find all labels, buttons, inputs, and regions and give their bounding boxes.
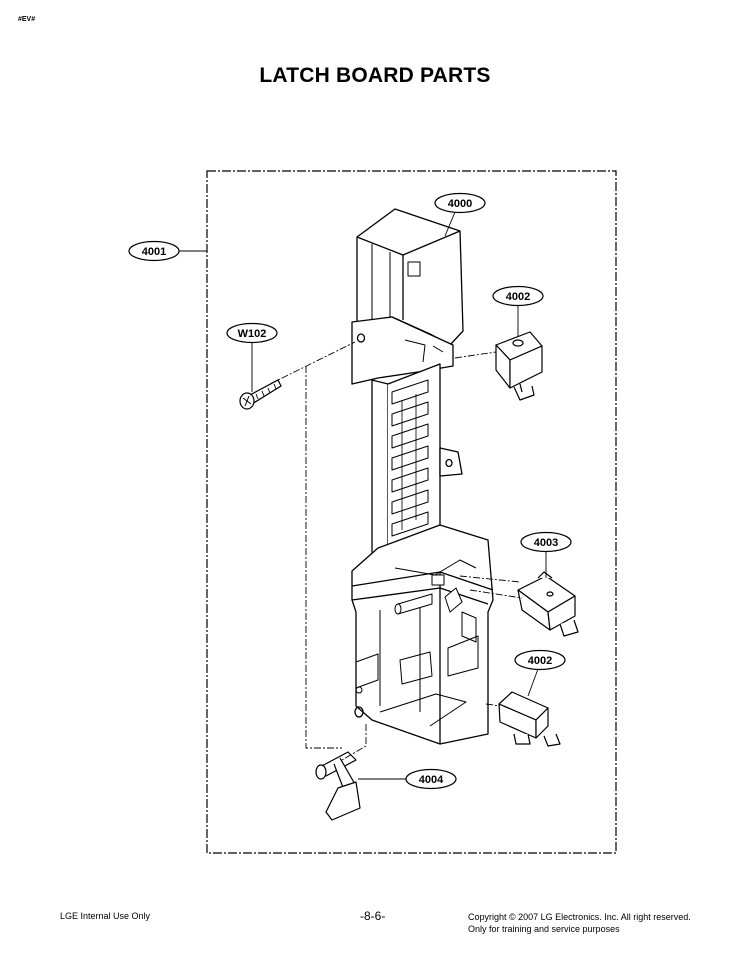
callout-w102: W102 [226,322,278,344]
switch-part-4003 [517,571,579,637]
callout-4001: 4001 [128,240,180,262]
latch-board-part [351,208,494,745]
switch-part-4002-bottom [498,691,561,747]
svg-text:4002: 4002 [506,291,530,303]
lever-part [315,751,361,821]
assembly-lines [269,341,523,761]
svg-text:4002: 4002 [528,655,552,667]
svg-text:4001: 4001 [142,246,166,258]
svg-text:W102: W102 [238,328,267,340]
callout-4000: 4000 [434,192,486,214]
callout-4003: 4003 [520,531,572,553]
svg-text:4004: 4004 [419,774,444,786]
callout-4004: 4004 [405,768,457,790]
callout-4002-bottom: 4002 [514,649,566,671]
page-title: LATCH BOARD PARTS [259,64,491,87]
callout-4002-top: 4002 [492,285,544,307]
usage-line: Only for training and service purposes [468,924,620,934]
document-code: #EV# [18,16,36,23]
switch-part-4002-top [495,331,543,401]
svg-text:4003: 4003 [534,537,558,549]
assembly-frame [206,170,617,854]
svg-text:4000: 4000 [448,198,472,210]
callout-leaders [178,211,547,780]
footer-internal-note: LGE Internal Use Only [60,911,151,921]
screw-part [239,379,282,410]
page-number: -8-6- [360,909,386,923]
copyright-line: Copyright © 2007 LG Electronics. Inc. Al… [468,912,691,922]
footer-copyright: Copyright © 2007 LG Electronics. Inc. Al… [468,911,691,935]
